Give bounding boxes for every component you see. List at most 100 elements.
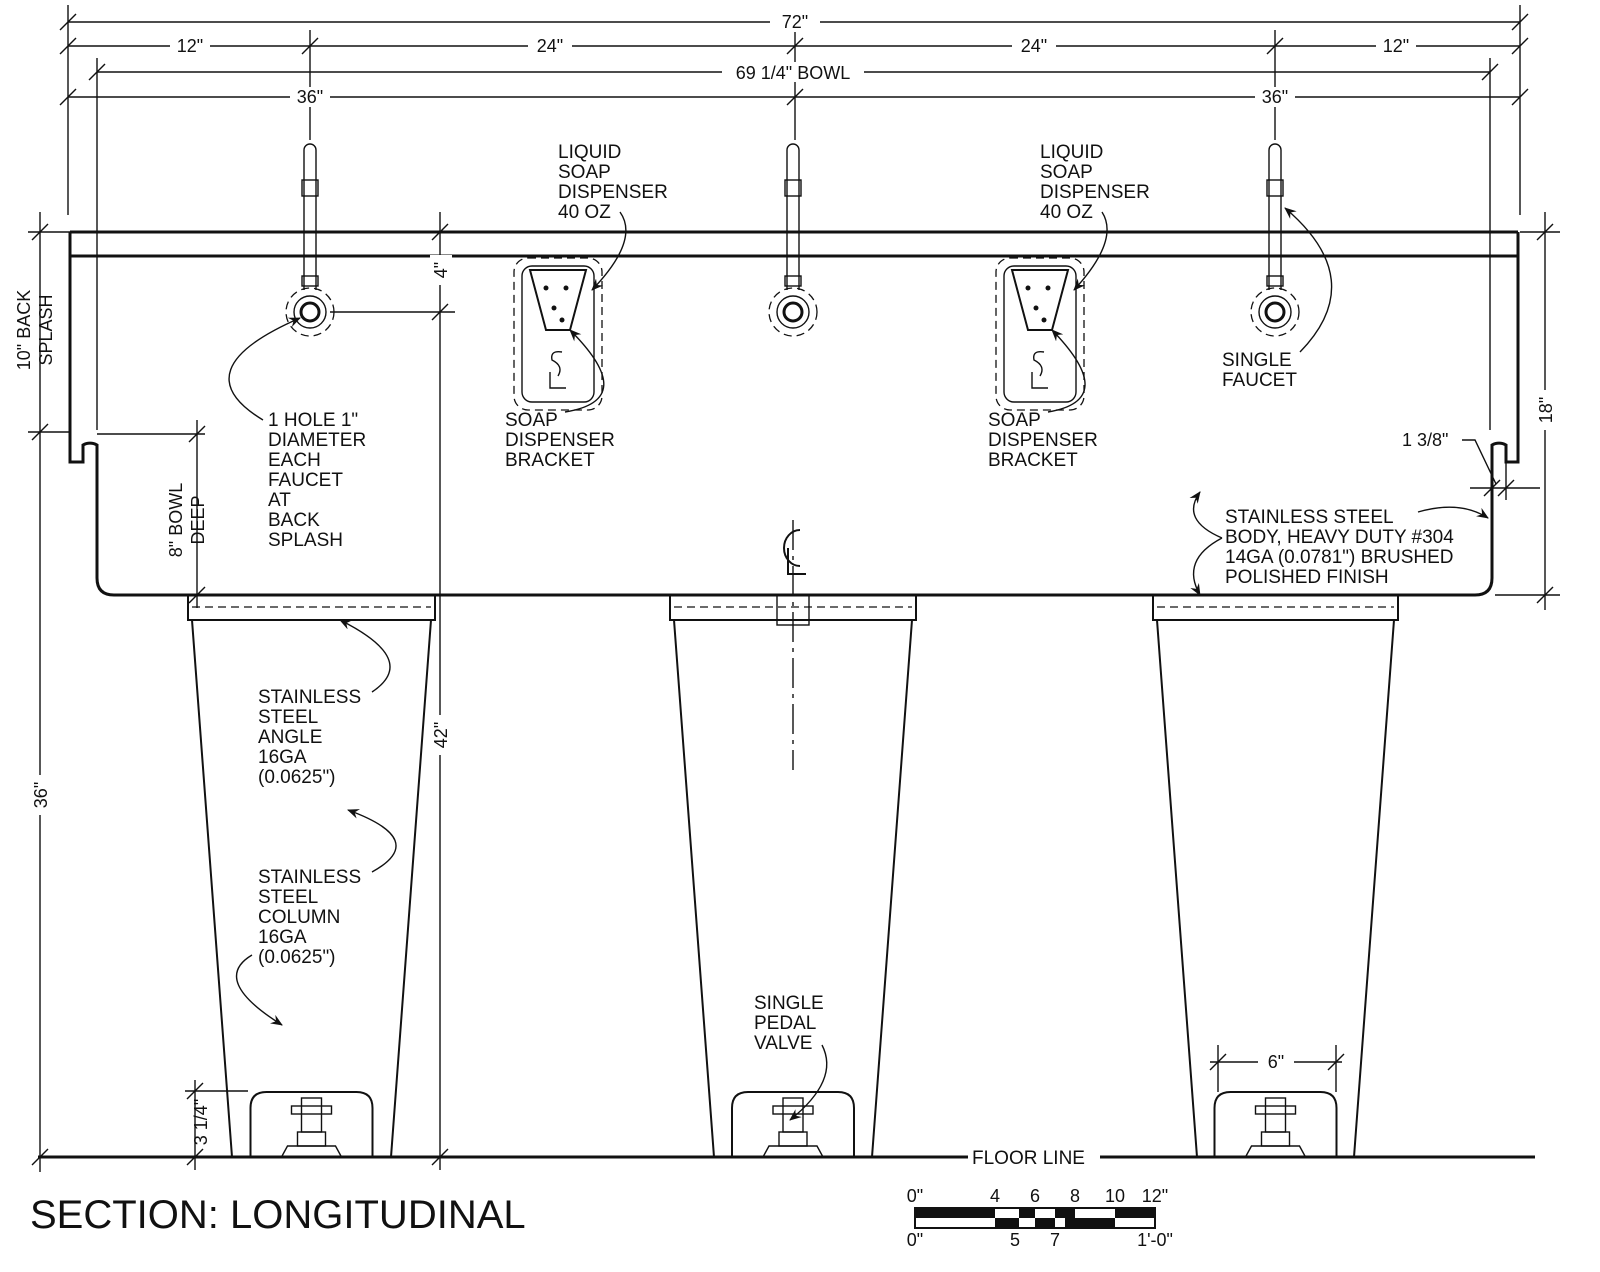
label-line: SINGLE (754, 993, 824, 1014)
label-line: STAINLESS (258, 687, 361, 708)
scale-segment (1065, 1218, 1115, 1228)
label-line: SPLASH (268, 530, 343, 551)
scale-segment (1055, 1208, 1075, 1218)
top-dimensions: 72" 12" 24" 24" 12" 69 1/4" BOWL 36" 36" (59, 5, 1529, 430)
side-dimensions: 10" BACK SPLASH 36" 4" 42" 8" BOWL DEEP … (14, 212, 1560, 1172)
label-line: SOAP (1040, 162, 1093, 183)
label-line: SOAP (988, 410, 1041, 431)
faucet-hole (1264, 301, 1286, 323)
faucet-hole (299, 301, 321, 323)
scale-bottom-tick: 5 (1010, 1230, 1020, 1250)
scale-top-tick: 8 (1070, 1186, 1080, 1206)
label-line: 16GA (258, 747, 307, 768)
lip-dimension: 1 3/8" (1402, 430, 1448, 450)
label-line: FAUCET (268, 470, 343, 491)
half-right-dimension: 36" (1262, 87, 1288, 107)
label-line: 1 HOLE 1" (268, 410, 358, 431)
bowl-deep-dimension-line2: DEEP (188, 495, 208, 544)
leader-arrows (228, 207, 1489, 1121)
pedal-housing (249, 1091, 374, 1157)
drawing-title: SECTION: LONGITUDINAL (30, 1193, 526, 1237)
label-line: DISPENSER (988, 430, 1098, 451)
scale-bottom-tick: 0" (907, 1230, 923, 1250)
scale-segment (1115, 1208, 1155, 1218)
label-line: FAUCET (1222, 370, 1297, 391)
pedestal-column (1152, 594, 1399, 1158)
label-line: COLUMN (258, 907, 340, 928)
label-line: DIAMETER (268, 430, 366, 451)
pedal-valve-icon (1244, 1097, 1307, 1158)
label-line: 14GA (0.0781") BRUSHED (1225, 547, 1454, 568)
label-line: (0.0625") (258, 947, 336, 968)
soap-dispenser (995, 257, 1085, 411)
scale-segment (995, 1218, 1019, 1228)
scale-segment (1035, 1218, 1055, 1228)
label-line: SOAP (558, 162, 611, 183)
label-line: EACH (268, 450, 321, 471)
label-line: BACK (268, 510, 320, 531)
floor-line-label: FLOOR LINE (972, 1148, 1085, 1169)
pedestal-column (187, 594, 436, 1158)
height-42-dimension: 42" (431, 722, 451, 748)
label-line: 40 OZ (1040, 202, 1093, 223)
scale-top-tick: 4 (990, 1186, 1000, 1206)
faucet (285, 143, 335, 337)
scale-bottom-tick: 1'-0" (1137, 1230, 1173, 1250)
scale-bottom-tick: 7 (1050, 1230, 1060, 1250)
height-36-dimension: 36" (31, 782, 51, 808)
label-line: LIQUID (1040, 142, 1103, 163)
label-line: (0.0625") (258, 767, 336, 788)
label-line: DISPENSER (1040, 182, 1150, 203)
label-line: PEDAL (754, 1013, 816, 1034)
right-18-dimension: 18" (1536, 397, 1556, 423)
overall-width-dimension: 72" (782, 12, 808, 32)
label-line: DISPENSER (505, 430, 615, 451)
faucet (768, 143, 818, 337)
label-line: STEEL (258, 887, 318, 908)
label-line: POLISHED FINISH (1225, 567, 1389, 588)
pedal-housing (731, 1091, 855, 1157)
pedal-valve-icon (280, 1097, 343, 1158)
label-line: AT (268, 490, 291, 511)
centerline-symbol-l (787, 548, 806, 575)
pedal-housing (1213, 1091, 1338, 1157)
bowl-width-dimension: 69 1/4" BOWL (736, 63, 850, 83)
pedal-valve-icon (762, 1097, 824, 1158)
segment-2-dimension: 24" (537, 36, 563, 56)
scale-segment (915, 1208, 995, 1218)
bowl-deep-dimension-line1: 8" BOWL (166, 483, 186, 557)
floor-line: FLOOR LINE (38, 1148, 1535, 1169)
hole-offset-dimension: 4" (431, 262, 451, 278)
label-line: BRACKET (988, 450, 1078, 471)
label-line: LIQUID (558, 142, 621, 163)
half-left-dimension: 36" (297, 87, 323, 107)
faucets (285, 143, 1300, 337)
label-line: VALVE (754, 1033, 812, 1054)
back-splash-dimension-line1: 10" BACK (14, 290, 34, 370)
label-line: 16GA (258, 927, 307, 948)
label-line: SINGLE (1222, 350, 1292, 371)
back-splash-dimension-line2: SPLASH (36, 294, 56, 365)
scale-top-tick: 10 (1105, 1186, 1125, 1206)
label-line: STAINLESS (258, 867, 361, 888)
pedal-height-dimension: 3 1/4" (191, 1099, 211, 1145)
segment-1-dimension: 12" (177, 36, 203, 56)
label-line: BRACKET (505, 450, 595, 471)
scale-top-tick: 12" (1142, 1186, 1168, 1206)
label-line: STEEL (258, 707, 318, 728)
scale-top-tick: 0" (907, 1186, 923, 1206)
